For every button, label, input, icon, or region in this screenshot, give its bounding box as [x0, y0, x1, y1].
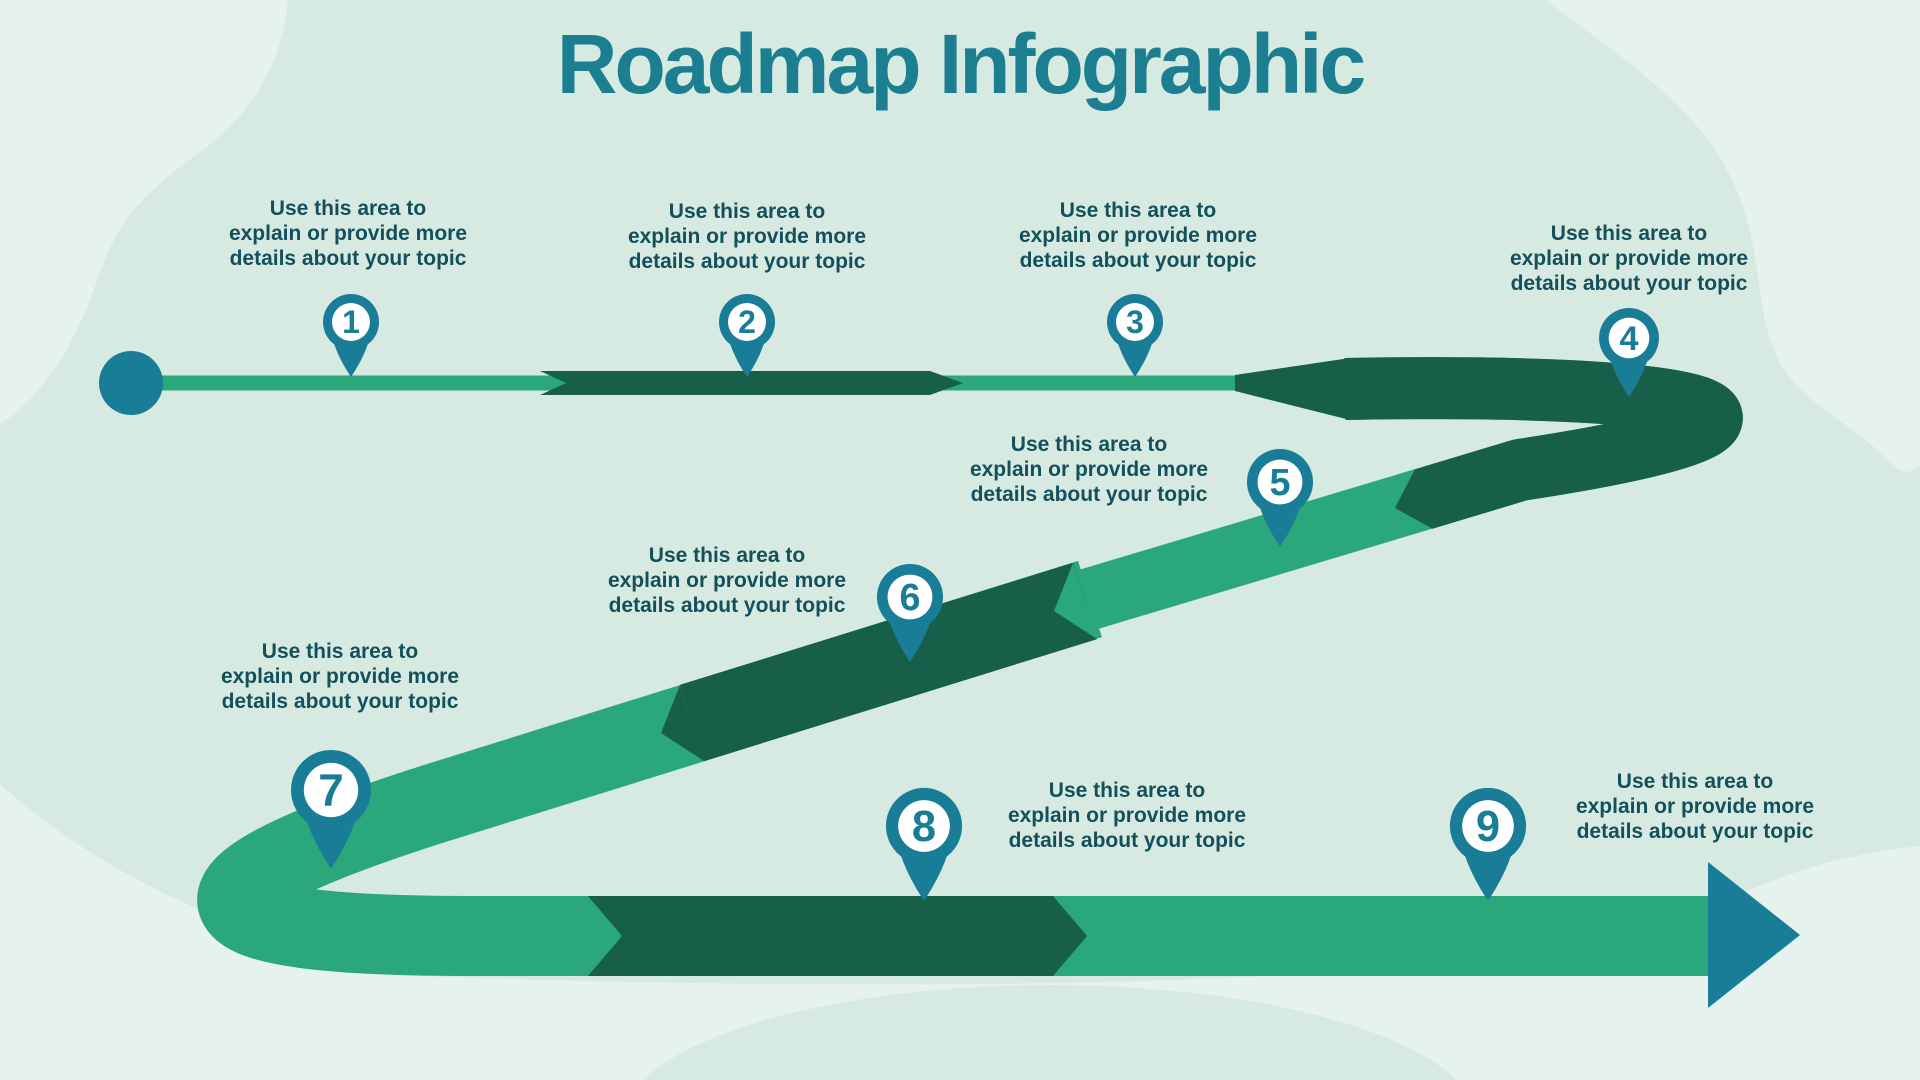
pin-inner-circle: [1462, 800, 1514, 852]
step-description-6: Use this area to explain or provide more…: [607, 544, 847, 617]
pin-inner-circle: [1257, 459, 1303, 505]
background-blob-bottom: [0, 784, 1920, 1080]
pin-number: 7: [318, 765, 343, 816]
pin-number: 5: [1270, 462, 1291, 504]
pin-inner-circle: [1116, 303, 1154, 341]
road-chevron-e: [1053, 896, 1087, 976]
step-pin-3: 3: [1107, 294, 1163, 377]
pin-number: 2: [738, 304, 756, 340]
pin-number: 6: [900, 577, 921, 619]
step-description-2: Use this area to explain or provide more…: [627, 200, 867, 273]
road-dark-curve: [1344, 357, 1743, 529]
pin-inner-circle: [1608, 317, 1650, 359]
pin-inner-circle: [887, 574, 933, 620]
step-description-3: Use this area to explain or provide more…: [1018, 199, 1258, 272]
step-pin-1: 1: [323, 294, 379, 377]
background-blob-bottom-notch: [642, 985, 1458, 1080]
step-pin-2: 2: [719, 294, 775, 377]
background-blob-top-left: [0, 0, 288, 424]
road-dark-top-segment: [540, 371, 963, 395]
step-pin-6: 6: [876, 563, 944, 662]
road-chevron-c: [661, 685, 704, 761]
pin-inner-circle: [332, 303, 370, 341]
finish-arrow-icon: [1708, 862, 1800, 1008]
step-description-1: Use this area to explain or provide more…: [228, 197, 468, 270]
pin-number: 8: [912, 803, 936, 851]
pin-inner-circle: [728, 303, 766, 341]
road-dark-mid-diagonal: [680, 562, 1097, 762]
pin-number: 9: [1476, 803, 1500, 851]
step-description-7: Use this area to explain or provide more…: [220, 640, 460, 713]
step-description-4: Use this area to explain or provide more…: [1509, 222, 1749, 295]
pin-number: 4: [1619, 320, 1638, 358]
pin-inner-circle: [898, 800, 950, 852]
page-title: Roadmap Infographic: [556, 17, 1366, 111]
pin-number: 3: [1126, 304, 1144, 340]
road-chevron-a: [1395, 469, 1433, 529]
road-chevron-d: [588, 896, 622, 976]
step-pin-7: 7: [290, 749, 372, 869]
background-blob-top-right: [1546, 0, 1920, 472]
step-pin-8: 8: [885, 787, 963, 901]
step-pin-5: 5: [1246, 448, 1314, 547]
road-chevron-b: [1054, 563, 1097, 639]
pin-inner-circle: [303, 762, 359, 818]
step-description-5: Use this area to explain or provide more…: [969, 433, 1209, 506]
step-description-9: Use this area to explain or provide more…: [1575, 770, 1815, 843]
step-description-8: Use this area to explain or provide more…: [1007, 779, 1247, 852]
step-pin-9: 9: [1449, 787, 1527, 901]
road-dark-taper: [1235, 358, 1350, 420]
pin-number: 1: [342, 304, 360, 340]
step-pin-4: 4: [1599, 308, 1659, 397]
start-dot-icon: [99, 351, 163, 415]
